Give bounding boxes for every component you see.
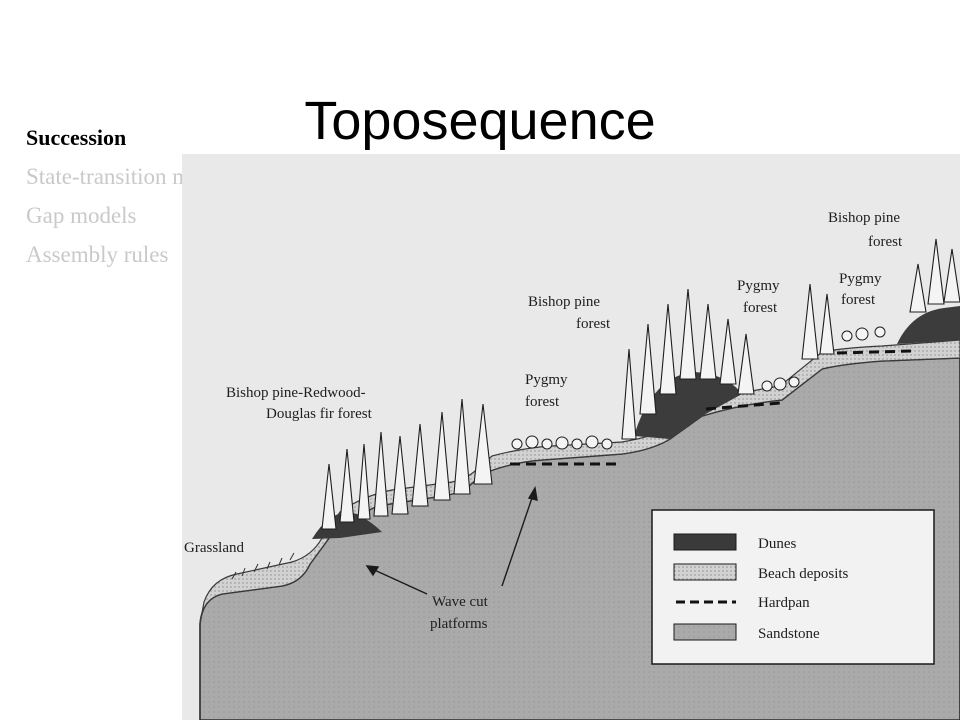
forest-cluster-mid-trees xyxy=(801,283,835,360)
label-bishop-1b: forest xyxy=(576,316,611,332)
legend-label-hardpan: Hardpan xyxy=(758,595,810,611)
legend-label-dunes: Dunes xyxy=(758,536,796,552)
label-pygmy-1a: Pygmy xyxy=(525,372,568,388)
legend-swatch-dunes xyxy=(673,533,737,551)
label-pygmy-3b: forest xyxy=(841,292,876,308)
forest-cluster-pygmy-3 xyxy=(841,326,886,342)
forest-cluster-pygmy-1 xyxy=(511,435,613,450)
label-bishop-redwood-line2: Douglas fir forest xyxy=(266,406,373,422)
forest-cluster-pygmy-2 xyxy=(761,376,800,392)
bullet-assembly-rules: Assembly rules xyxy=(26,242,169,267)
toposequence-figure: Grassland Bishop pine-Redwood- Douglas f… xyxy=(182,154,960,720)
legend-swatch-beach xyxy=(673,563,737,581)
label-pygmy-2a: Pygmy xyxy=(737,278,780,294)
label-pygmy-3a: Pygmy xyxy=(839,271,882,287)
label-bishop-2b: forest xyxy=(868,234,903,250)
legend-label-sandstone: Sandstone xyxy=(758,626,820,642)
label-bishop-2a: Bishop pine xyxy=(828,210,900,226)
forest-cluster-bishop-1 xyxy=(621,288,755,440)
legend-swatch-sandstone xyxy=(673,623,737,641)
legend: Dunes Beach deposits Hardpan Sandstone xyxy=(651,509,935,665)
hardpan-lines xyxy=(510,349,913,466)
slide-title: Toposequence xyxy=(304,91,656,151)
forest-cluster-redwood xyxy=(321,398,493,530)
bullet-gap-models: Gap models xyxy=(26,203,137,228)
forest-cluster-bishop-2 xyxy=(909,238,960,313)
label-grassland: Grassland xyxy=(184,540,244,556)
label-pygmy-2b: forest xyxy=(743,300,778,316)
bullet-succession: Succession xyxy=(26,125,127,150)
legend-label-beach: Beach deposits xyxy=(758,566,849,582)
label-wave-cut-line2: platforms xyxy=(430,616,488,632)
grassland-marks xyxy=(231,552,295,580)
label-pygmy-1b: forest xyxy=(525,394,560,410)
label-bishop-redwood-line1: Bishop pine-Redwood- xyxy=(226,385,366,401)
toposequence-diagram: Grassland Bishop pine-Redwood- Douglas f… xyxy=(182,154,960,720)
dune-3 xyxy=(897,306,960,344)
wave-cut-arrows xyxy=(365,486,538,595)
label-bishop-1a: Bishop pine xyxy=(528,294,600,310)
label-wave-cut-line1: Wave cut xyxy=(432,594,489,610)
